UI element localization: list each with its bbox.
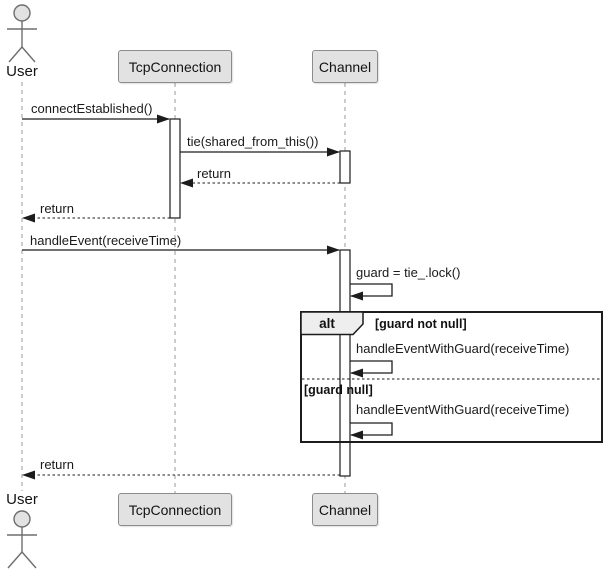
- alt-condition-not-null: [guard not null]: [375, 317, 467, 331]
- participant-channel-top: Channel: [312, 50, 378, 83]
- activation-bar-channel-tie: [339, 150, 351, 184]
- arrowhead-icon: [157, 114, 170, 124]
- arrowhead-icon: [180, 178, 193, 188]
- message-connect-established: connectEstablished(): [31, 101, 153, 116]
- participant-label: Channel: [318, 501, 372, 518]
- arrowhead-icon: [22, 470, 35, 480]
- arrow-handle-with-guard-1-self: [350, 360, 393, 374]
- arrowhead-icon: [22, 213, 35, 223]
- message-handle-with-guard-2: handleEventWithGuard(receiveTime): [356, 402, 570, 417]
- alt-operator-pentagon: [300, 311, 364, 336]
- participant-tcpconnection-top: TcpConnection: [118, 50, 232, 83]
- activation-bar-tcpconnection: [169, 118, 181, 219]
- message-handle-with-guard-1: handleEventWithGuard(receiveTime): [356, 341, 570, 356]
- actor-head-icon: [13, 510, 31, 528]
- message-handle-event: handleEvent(receiveTime): [30, 233, 182, 248]
- alt-operator-label: alt: [319, 316, 335, 331]
- message-return-connect: return: [40, 201, 74, 216]
- arrowhead-icon: [350, 368, 363, 378]
- message-return-tie: return: [197, 166, 231, 181]
- message-tie: tie(shared_from_this()): [187, 134, 319, 149]
- arrowhead-icon: [350, 291, 363, 301]
- arrowhead-icon: [327, 147, 340, 157]
- participant-channel-bottom: Channel: [312, 493, 378, 526]
- activation-bar-channel-handle: [339, 249, 351, 477]
- actor-label-top: User: [6, 63, 38, 80]
- arrowhead-icon: [350, 430, 363, 440]
- participant-label: TcpConnection: [128, 501, 222, 518]
- actor-figure-top: [7, 4, 37, 63]
- actor-head-icon: [13, 4, 31, 22]
- alt-condition-null: [guard null]: [304, 383, 373, 397]
- message-return-handle: return: [40, 457, 74, 472]
- arrow-handle-with-guard-2-self: [350, 422, 393, 436]
- participant-label: Channel: [318, 58, 372, 75]
- actor-label-bottom: User: [6, 491, 38, 508]
- arrowhead-icon: [327, 245, 340, 255]
- participant-tcpconnection-bottom: TcpConnection: [118, 493, 232, 526]
- actor-figure-bottom: [7, 510, 37, 569]
- arrow-guard-lock-self: [350, 283, 393, 297]
- alt-frame: [300, 311, 603, 443]
- message-guard-lock: guard = tie_.lock(): [356, 265, 461, 280]
- participant-label: TcpConnection: [128, 58, 222, 75]
